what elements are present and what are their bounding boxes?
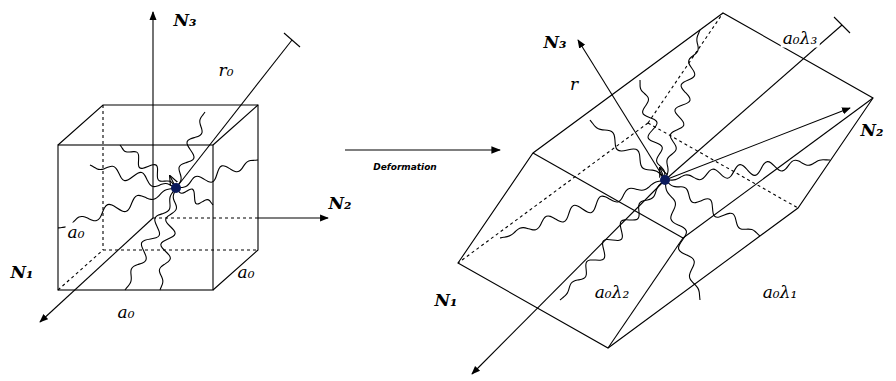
axis-label: N₂ bbox=[859, 121, 886, 140]
dimension-label: a₀λ₃ bbox=[781, 29, 820, 48]
crosslink-node bbox=[660, 175, 670, 185]
dimension-label: a₀ bbox=[66, 223, 87, 242]
dimension-label: r₀ bbox=[217, 61, 236, 80]
deformed-box bbox=[458, 13, 873, 374]
reference-cube bbox=[40, 12, 328, 322]
polymer-chain bbox=[665, 180, 700, 300]
dimension-label: a₀λ₂ bbox=[593, 283, 632, 302]
polymer-chain bbox=[665, 180, 760, 236]
polymer-chain bbox=[176, 160, 258, 188]
axis-label: N₃ bbox=[542, 33, 569, 52]
deformation-arrow bbox=[345, 149, 500, 150]
dimension-label: r bbox=[568, 75, 580, 94]
polymer-chain bbox=[176, 188, 213, 205]
polymer-chain bbox=[159, 188, 176, 290]
polymer-chain bbox=[500, 180, 665, 238]
polymer-chain bbox=[176, 112, 205, 188]
axis-label: N₁ bbox=[9, 263, 36, 282]
dimension-label: a₀ bbox=[236, 263, 257, 282]
polymer-chain bbox=[125, 188, 176, 290]
dimension-label: a₀ bbox=[116, 303, 137, 322]
axis-label: N₂ bbox=[327, 194, 354, 213]
axis-label: N₁ bbox=[433, 291, 460, 310]
crosslink-node bbox=[171, 183, 181, 193]
polymer-chain bbox=[590, 120, 665, 180]
dimension-label: a₀λ₁ bbox=[761, 283, 800, 302]
deformation-label: Deformation bbox=[371, 162, 439, 173]
axis-label: N₃ bbox=[172, 11, 199, 30]
